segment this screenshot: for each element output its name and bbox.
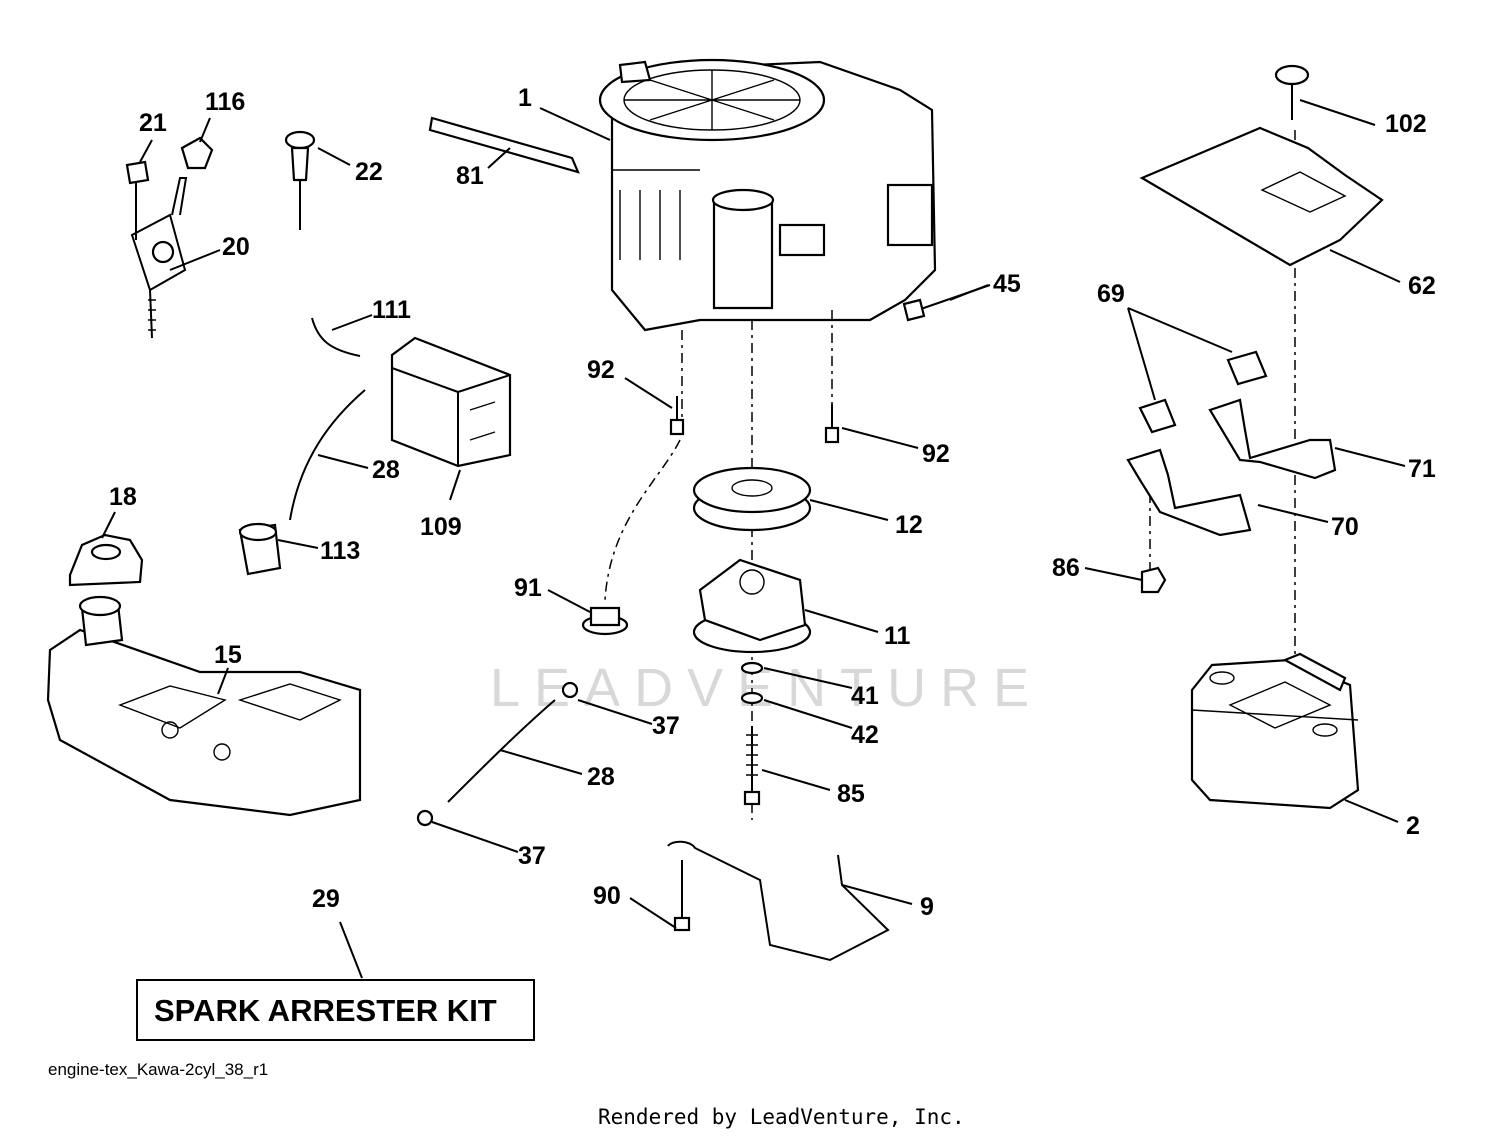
fuel-tank-15-part[interactable] [46,595,362,817]
callout-37-lower: 37 [518,842,546,870]
bolt-90-part[interactable] [673,860,691,932]
callout-81: 81 [456,162,484,190]
callout-71: 71 [1408,455,1436,483]
bolt-21-part[interactable] [125,160,150,240]
callout-85: 85 [837,780,865,808]
knob-116-part[interactable] [180,136,214,170]
exhaust-pipe-70-part[interactable] [1126,448,1252,537]
callout-41: 41 [851,682,879,710]
fuel-filter-109-part[interactable] [390,336,512,468]
callout-92-right: 92 [922,440,950,468]
gasket-69-part[interactable] [1138,350,1268,434]
engine-part[interactable] [598,58,937,332]
brace-rod-9-part[interactable] [667,840,890,962]
callout-15: 15 [214,641,242,669]
bolt-92-left-part[interactable] [669,396,685,436]
drawing-code: engine-tex_Kawa-2cyl_38_r1 [48,1060,268,1079]
clutch-11-part[interactable] [692,558,812,654]
callout-70: 70 [1331,513,1359,541]
render-credit: Rendered by LeadVenture, Inc. [598,1105,965,1129]
spark-arrester-kit-label: SPARK ARRESTER KIT [154,993,497,1028]
callout-2: 2 [1406,812,1420,840]
fuel-cap-18-part[interactable] [68,533,144,587]
exhaust-pipe-71-part[interactable] [1208,398,1337,480]
clamp-37-lower-part[interactable] [416,809,434,827]
muffler-2-part[interactable] [1190,652,1360,810]
bolt-92-right-part[interactable] [824,404,840,444]
nut-86-part[interactable] [1140,566,1167,594]
callout-111: 111 [372,296,411,324]
spacer-91-part[interactable] [581,606,629,636]
callout-91: 91 [514,574,542,602]
fuel-line-28-upper-part[interactable] [289,389,366,521]
throttle-control-part[interactable] [130,177,188,339]
callout-62: 62 [1408,272,1436,300]
heat-shield-62-part[interactable] [1139,126,1384,267]
callout-116: 116 [205,88,245,116]
callout-9: 9 [920,893,934,921]
callout-37-upper: 37 [652,712,680,740]
callout-42: 42 [851,721,879,749]
callout-86: 86 [1052,554,1080,582]
callout-labels: 1 116 21 22 81 20 45 102 62 69 111 92 92… [109,84,1436,921]
callout-90: 90 [593,882,621,910]
clamp-37-upper-part[interactable] [561,681,579,699]
leader-lines [101,99,1406,979]
callout-18: 18 [109,483,137,511]
callout-69: 69 [1097,280,1125,308]
hose-81-part[interactable] [428,116,580,174]
bolt-85-part[interactable] [743,726,761,806]
callout-1: 1 [518,84,532,112]
callout-11: 11 [884,622,911,650]
washer-41-part[interactable] [740,661,764,675]
callout-113: 113 [320,537,360,565]
callout-102: 102 [1385,110,1427,138]
fuel-pump-113-part[interactable] [238,522,282,576]
spark-arrester-kit-box[interactable] [136,979,535,1041]
callout-28-lower: 28 [587,763,615,791]
callout-20: 20 [222,233,250,261]
callout-21: 21 [139,109,167,137]
dipstick-22-part[interactable] [284,130,316,230]
callout-12: 12 [895,511,923,539]
washer-42-part[interactable] [740,691,764,705]
callout-92-left: 92 [587,356,615,384]
callout-22: 22 [355,158,383,186]
callout-45: 45 [993,270,1021,298]
callout-29: 29 [312,885,340,913]
fuel-line-111-part[interactable] [311,317,361,357]
callout-28-upper: 28 [372,456,400,484]
callout-109: 109 [420,513,462,541]
pulley-12-part[interactable] [692,466,812,532]
cap-screw-102-part[interactable] [1274,64,1310,120]
